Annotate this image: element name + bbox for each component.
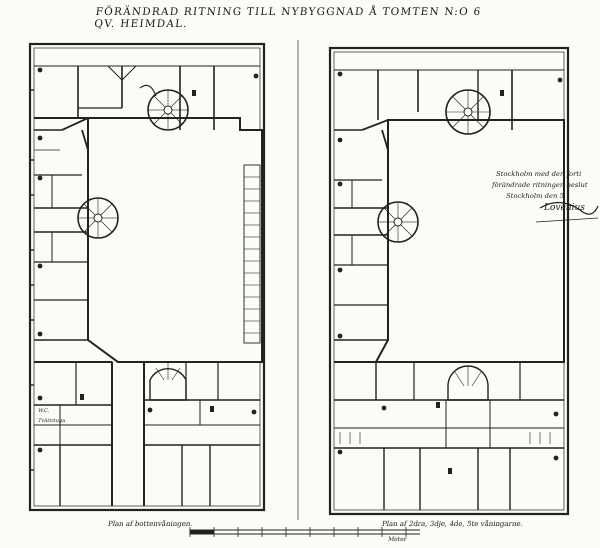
room-note-wc: W.C. <box>37 408 50 414</box>
scale-bar <box>189 527 420 537</box>
plan-upper-floors <box>328 46 570 516</box>
signature-name: Lovenius <box>544 203 585 213</box>
signature-flourish <box>535 201 599 223</box>
plan-left-label: Plan af bottenvåningen. <box>107 520 194 528</box>
plan-right-label: Plan af 2dra, 3dje, 4de, 5te våningarne. <box>381 520 524 528</box>
plan-ground-floor <box>28 42 266 512</box>
scale-label: Meter <box>387 536 408 543</box>
ladder-grid <box>243 164 261 344</box>
signature-line-3: Stockholm den 5 <box>506 192 564 200</box>
room-note-laundry: Tvättstuga <box>37 418 66 424</box>
signature-line-2: förändrade ritningen beslut <box>492 181 588 189</box>
signature-line-1: Stockholm med den forti <box>496 170 582 178</box>
